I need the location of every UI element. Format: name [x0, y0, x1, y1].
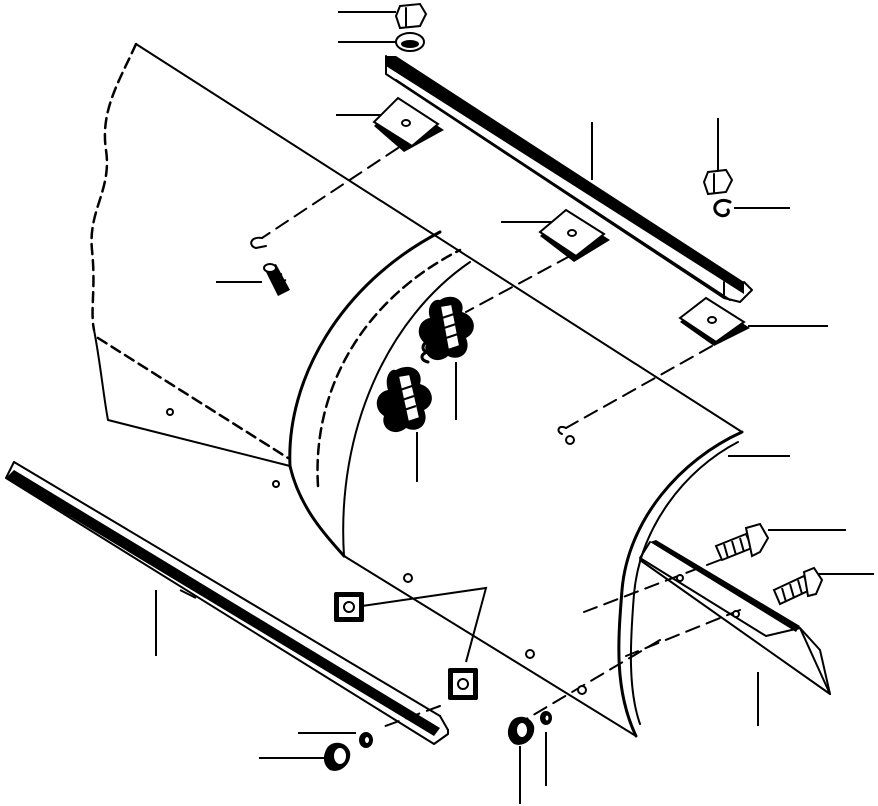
square-washer-2: [448, 668, 478, 700]
align-plate-right: [565, 345, 713, 429]
angle-bl-top: [13, 461, 441, 717]
bolt-left-thread-1: [269, 273, 283, 279]
nut-bottom-center: [507, 716, 535, 745]
panel-hole-1: [565, 435, 575, 445]
lock-washer-bottom-center: [540, 711, 552, 725]
angle-bl-face: [6, 470, 440, 736]
carriage-bolt-center-lower: [376, 366, 432, 433]
square-washer-1: [334, 592, 364, 622]
clip-hook-right: [557, 425, 567, 435]
washer-bc-inner: [543, 713, 551, 723]
plate-r-hole: [707, 316, 717, 324]
carriage-bolt-left: [263, 263, 290, 296]
panel-hole-3: [525, 649, 535, 659]
square-plate-upper-middle: [538, 208, 610, 262]
hex-bolt-right-upper: [714, 522, 770, 562]
panel-right-curve: [617, 430, 744, 738]
washer-bl-inner: [363, 735, 371, 745]
lock-washer-bottom-left: [359, 732, 373, 748]
curved-guard-panel: [90, 42, 744, 738]
wear-strip-bottom-right: [639, 540, 831, 695]
bolt-rl-thread-1: [781, 587, 787, 603]
clip-hook-left: [250, 236, 267, 249]
washer-top-inner: [401, 40, 419, 48]
lock-washer-top: [395, 32, 425, 52]
nut-right: [702, 168, 734, 196]
nut-top-body: [394, 2, 428, 30]
panel-hole-2: [403, 573, 413, 583]
nut-top: [394, 2, 428, 30]
plate-um-hole: [567, 229, 577, 237]
panel-front-flange-outer: [288, 230, 442, 468]
strip-right-hole-2: [732, 610, 740, 618]
bolt-left-thread-2: [273, 279, 287, 285]
strip-right-hole-1: [676, 574, 684, 582]
align-bottom-center: [517, 639, 661, 725]
square-plate-right: [678, 296, 750, 346]
panel-right-curve-inner: [629, 441, 739, 725]
panel-front-flange-holes: [316, 248, 462, 488]
panel-hole-5: [166, 408, 174, 416]
knob-upper-thread-2: [443, 323, 457, 329]
angle-bl-detail: [179, 589, 197, 599]
strip-right-lower: [639, 559, 831, 695]
nut-right-body: [702, 168, 734, 196]
plate-ul-hole: [401, 119, 411, 127]
bolt-rl-thread-2: [789, 583, 795, 599]
panel-hole-4: [577, 685, 587, 695]
panel-hole-6: [272, 480, 280, 488]
bolt-ru-thread-3: [739, 537, 745, 553]
angle-top-face: [386, 56, 744, 294]
nut-bl-face: [332, 746, 348, 766]
sq-washer-2-hole: [457, 678, 469, 690]
angle-top-outline: [385, 55, 725, 299]
bolt-ru-thread-2: [731, 540, 737, 556]
square-plate-upper-left: [372, 96, 444, 152]
knob-lower-thread-2: [401, 395, 415, 401]
knob-upper-thread-1: [441, 313, 455, 319]
bolt-rl-thread-3: [797, 579, 803, 595]
align-plate-upper-left: [261, 147, 399, 239]
mounting-angle-bottom-left: [5, 461, 449, 745]
knob-lower-thread-1: [399, 385, 413, 391]
panel-front-flange-bottom: [288, 464, 346, 558]
panel-top-edge: [135, 43, 743, 433]
align-plate-upper-middle: [465, 255, 571, 313]
bolt-ru-head: [744, 522, 770, 558]
hook-upper: [420, 338, 432, 364]
panel-left-bead: [96, 336, 290, 460]
panel-left-edge-lower: [93, 329, 291, 467]
angle-bl-end: [439, 715, 449, 731]
panel-front-flange-inner: [342, 261, 471, 557]
bolt-rl-head: [802, 566, 824, 598]
square-washers-bottom: [334, 592, 478, 700]
mounting-angle-top: [385, 55, 753, 303]
bolt-left-head: [263, 263, 277, 273]
angle-bl-outline: [5, 461, 449, 745]
angle-top-lower-edge: [395, 79, 731, 301]
knob-lower-thread-3: [403, 405, 417, 411]
carriage-bolt-center-upper: [418, 296, 474, 364]
strip-right-edge: [650, 540, 800, 632]
nut-bottom-left: [323, 742, 351, 771]
sq-washer-1-hole: [343, 601, 355, 613]
leader-lines: [155, 11, 874, 804]
strip-right-tip: [799, 627, 831, 695]
align-strip-right: [625, 609, 741, 657]
knob-upper-thread-3: [445, 333, 459, 339]
nut-bc-face: [515, 721, 529, 739]
bolt-ru-thread-1: [723, 543, 729, 559]
angle-top-end: [723, 281, 753, 303]
leader-square-washers: [361, 586, 488, 663]
strip-right-outline: [639, 541, 831, 695]
lock-washer-right: [713, 199, 732, 218]
hex-bolt-right-lower: [772, 566, 824, 606]
panel-left-break: [90, 42, 138, 332]
panel-bottom-edge: [343, 555, 637, 737]
